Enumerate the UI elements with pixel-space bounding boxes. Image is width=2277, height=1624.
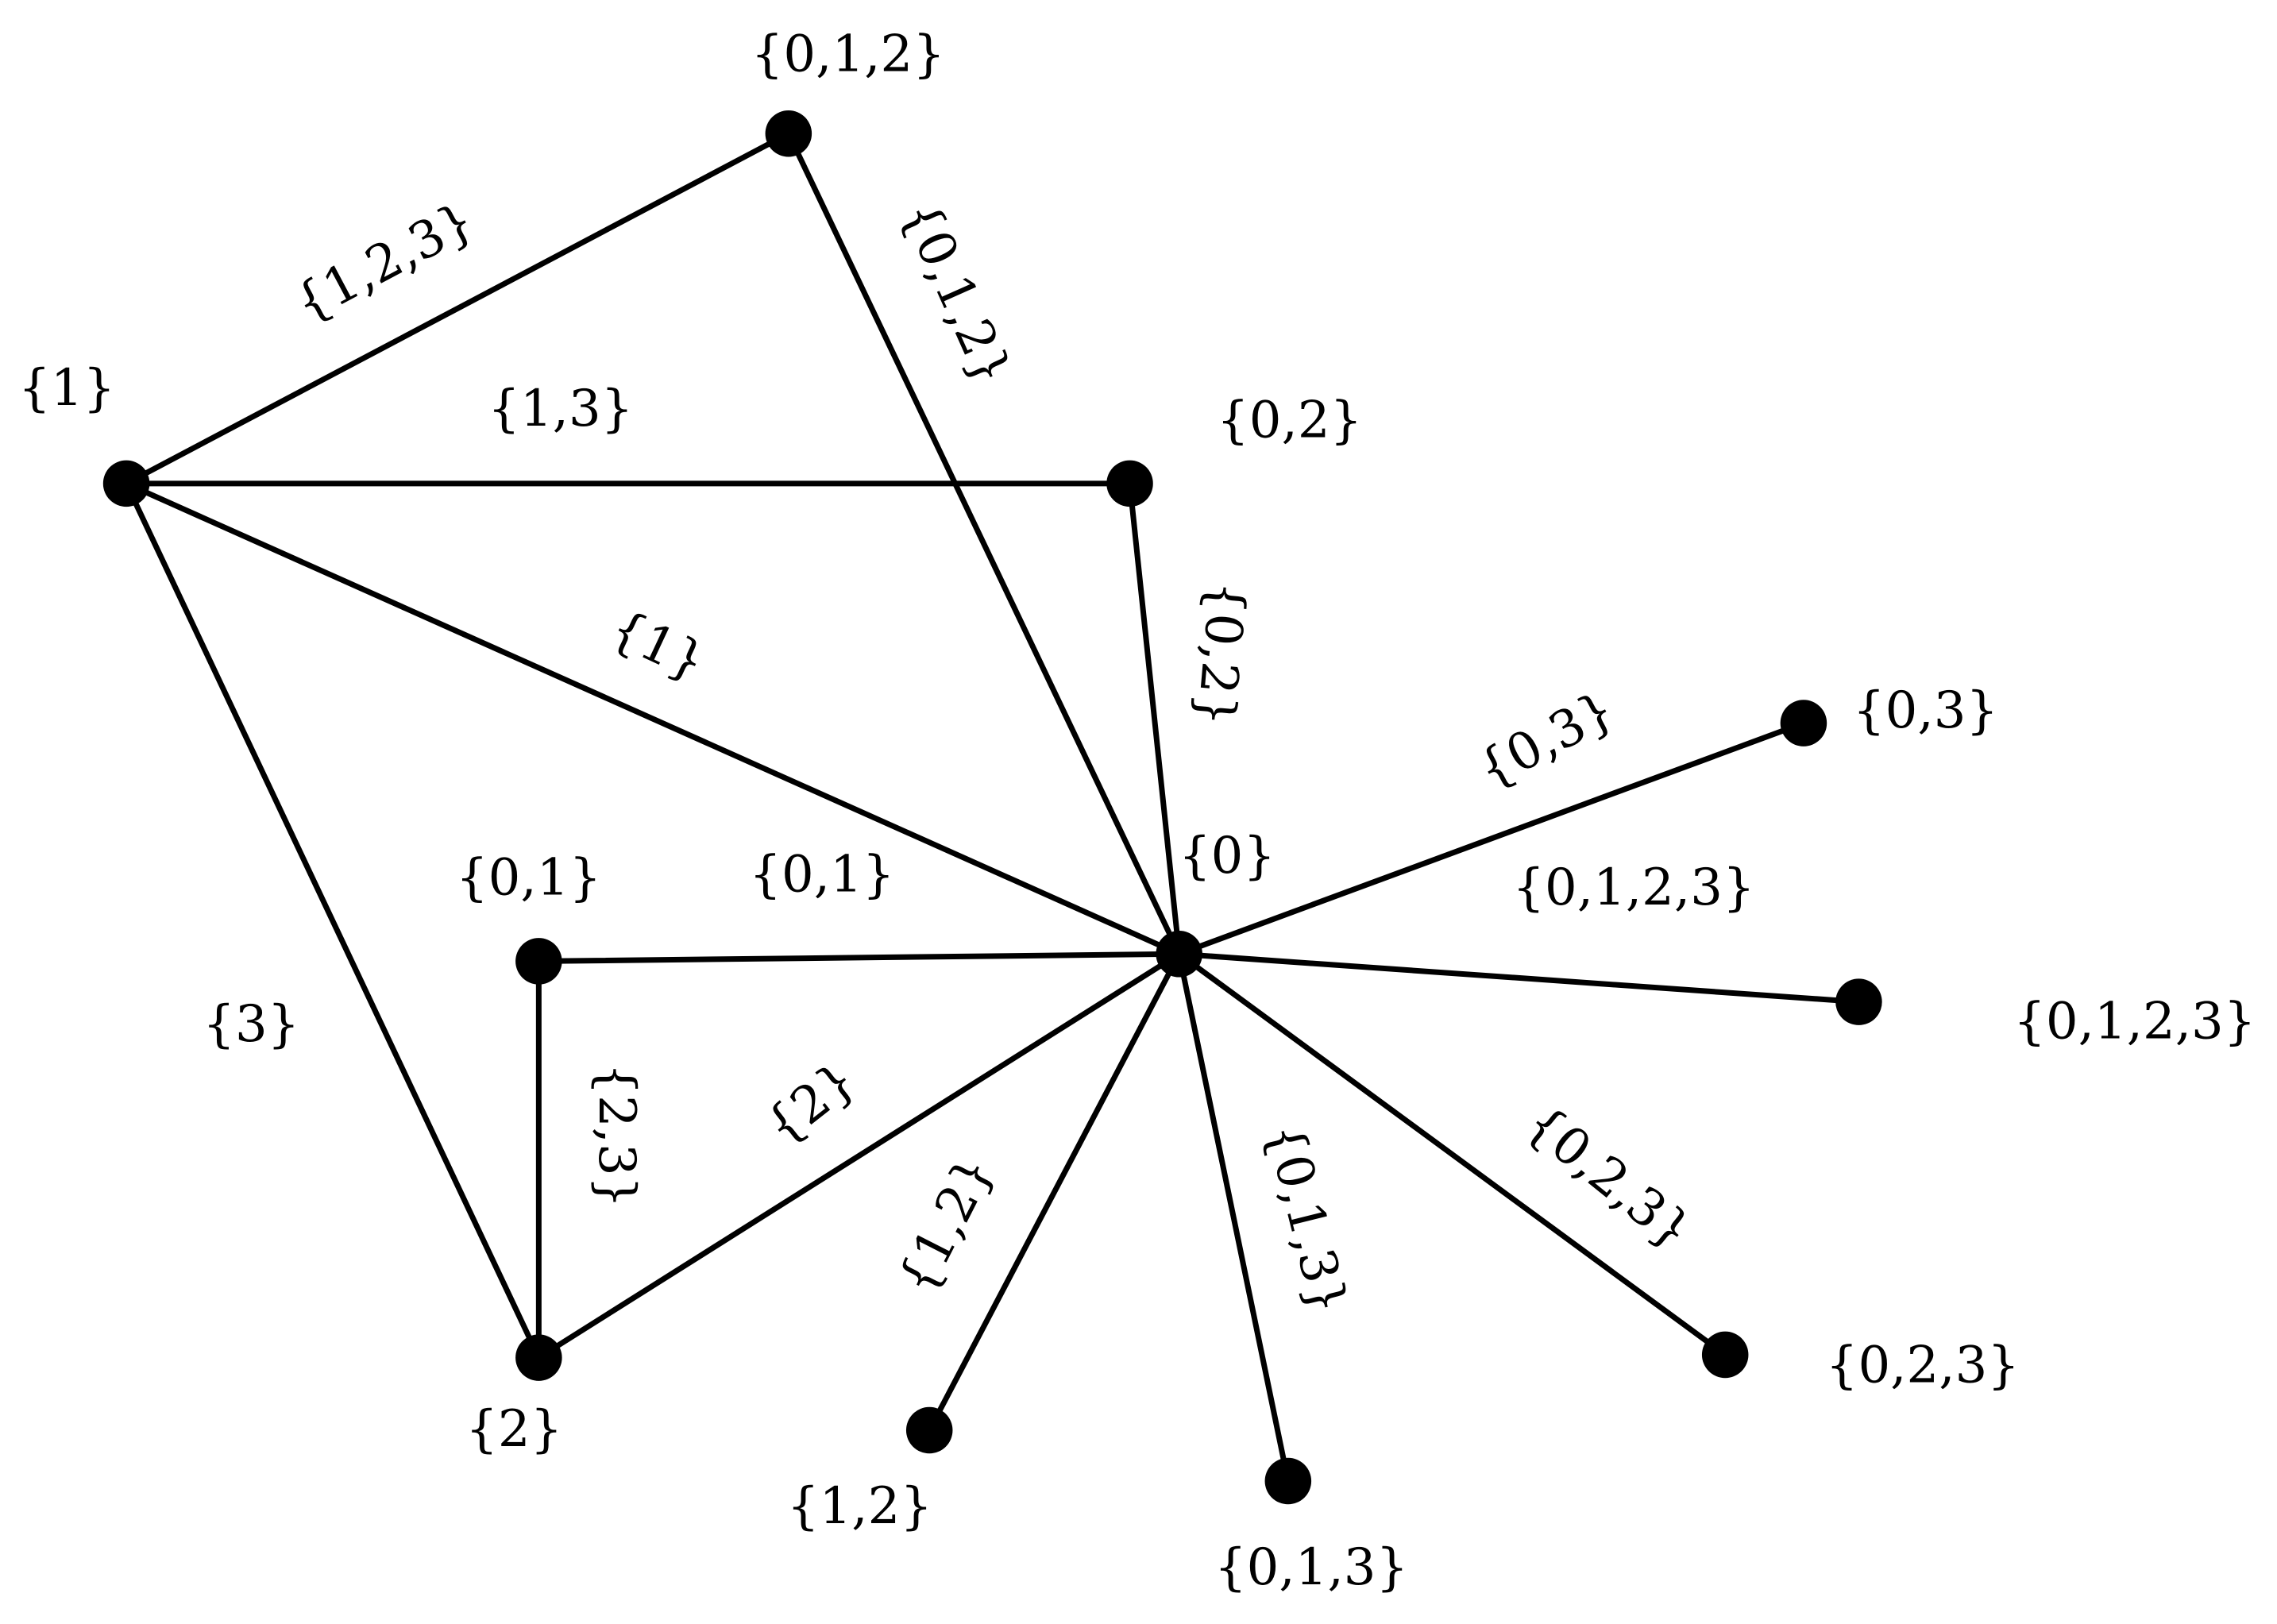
edge-v0-v023 [1176, 951, 1728, 1358]
vertex-label: {0,1} [456, 848, 601, 907]
edge-v1-v012 [123, 130, 792, 487]
vertex-v1 [102, 460, 150, 507]
edge-v2-v0 [535, 951, 1183, 1361]
vertex-v02 [1106, 460, 1153, 507]
edge-v0-v12 [926, 951, 1183, 1433]
vertex-v012 [765, 110, 812, 157]
edge-label: {0,1,3} [1254, 1117, 1358, 1320]
vertex-v013 [1264, 1457, 1312, 1505]
edges-layer [123, 130, 1862, 1484]
vertex-label: {0,1,2,3} [2013, 992, 2256, 1051]
edge-labels-layer: {1,2,3}{1,3}{1}{3}{0,1,2}{0,2}{0,3}{0,1,… [203, 191, 1754, 1321]
edge-label: {2} [754, 1051, 867, 1157]
vertex-v2 [515, 1334, 562, 1381]
vertex-label: {1} [18, 359, 115, 418]
vertex-label: {2} [465, 1400, 562, 1459]
vertex-v0123 [1835, 978, 1882, 1025]
edge-v1-v0 [123, 480, 1183, 957]
edge-label: {0,2} [1185, 579, 1256, 729]
vertex-label: {0,2} [1217, 391, 1362, 449]
vertex-labels-layer: {0,1,2} {1} {0,2} {0} {0,3} {0,1} {0,1,2,3} {2}… [18, 25, 2256, 1597]
edge-label: {0,1} [749, 846, 894, 905]
edge-label: {0,3} [1468, 681, 1625, 800]
vertex-label: {0,1,2} [751, 25, 945, 84]
edge-label: {0,2,3} [1515, 1094, 1702, 1261]
vertex-v03 [1780, 700, 1827, 746]
edge-label: {3} [203, 995, 299, 1054]
edge-label: {0,1,2} [890, 193, 1022, 394]
vertex-v023 [1701, 1331, 1749, 1379]
vertex-label: {0,2,3} [1826, 1337, 2020, 1395]
vertices-layer [102, 110, 1882, 1505]
edge-label: {1} [601, 599, 714, 693]
vertex-v12 [905, 1406, 953, 1454]
edge-v0-v03 [1176, 720, 1807, 957]
vertex-label: {0} [1179, 827, 1276, 885]
edge-v01-v0 [535, 951, 1183, 964]
vertex-label: {0,1,3} [1214, 1538, 1408, 1597]
edge-label: {1,3} [488, 380, 633, 438]
edge-label: {0,1,2,3} [1512, 858, 1754, 917]
edge-v1-v2 [123, 480, 542, 1361]
edge-label: {1,2} [887, 1148, 1005, 1304]
edge-v0-v0123 [1176, 951, 1862, 1005]
vertex-v0 [1156, 931, 1202, 978]
vertex-v01 [515, 938, 562, 985]
vertex-label: {0,3} [1853, 681, 1998, 740]
edge-v02-v0 [1127, 480, 1183, 957]
edge-v012-v0 [785, 130, 1183, 957]
edge-label: {2,3} [587, 1063, 646, 1208]
edge-v0-v013 [1176, 951, 1291, 1484]
vertex-label: {1,2} [787, 1477, 932, 1536]
